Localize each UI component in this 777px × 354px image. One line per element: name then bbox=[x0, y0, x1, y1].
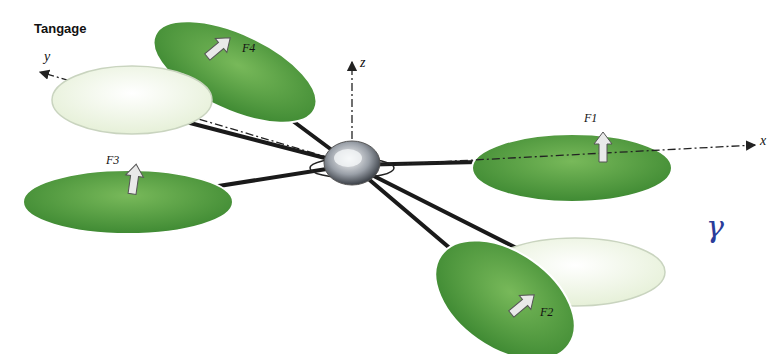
force-label: F1 bbox=[584, 112, 597, 124]
axis-label: z bbox=[360, 56, 365, 70]
rotor-3 bbox=[23, 170, 233, 234]
force-arrows bbox=[123, 31, 612, 321]
force-label: F4 bbox=[242, 42, 255, 54]
rotor-2 bbox=[414, 216, 597, 354]
force-label: F2 bbox=[540, 306, 553, 318]
x-axis bbox=[380, 145, 755, 165]
handwritten-mark: γ bbox=[706, 212, 724, 242]
title-label: Tangage bbox=[34, 22, 87, 35]
hub bbox=[324, 141, 380, 185]
rotor-1 bbox=[472, 134, 672, 202]
rotor-light bbox=[52, 66, 212, 134]
force-label: F3 bbox=[106, 154, 119, 166]
axis-label: y bbox=[44, 50, 50, 64]
axis-label: x bbox=[760, 134, 766, 148]
